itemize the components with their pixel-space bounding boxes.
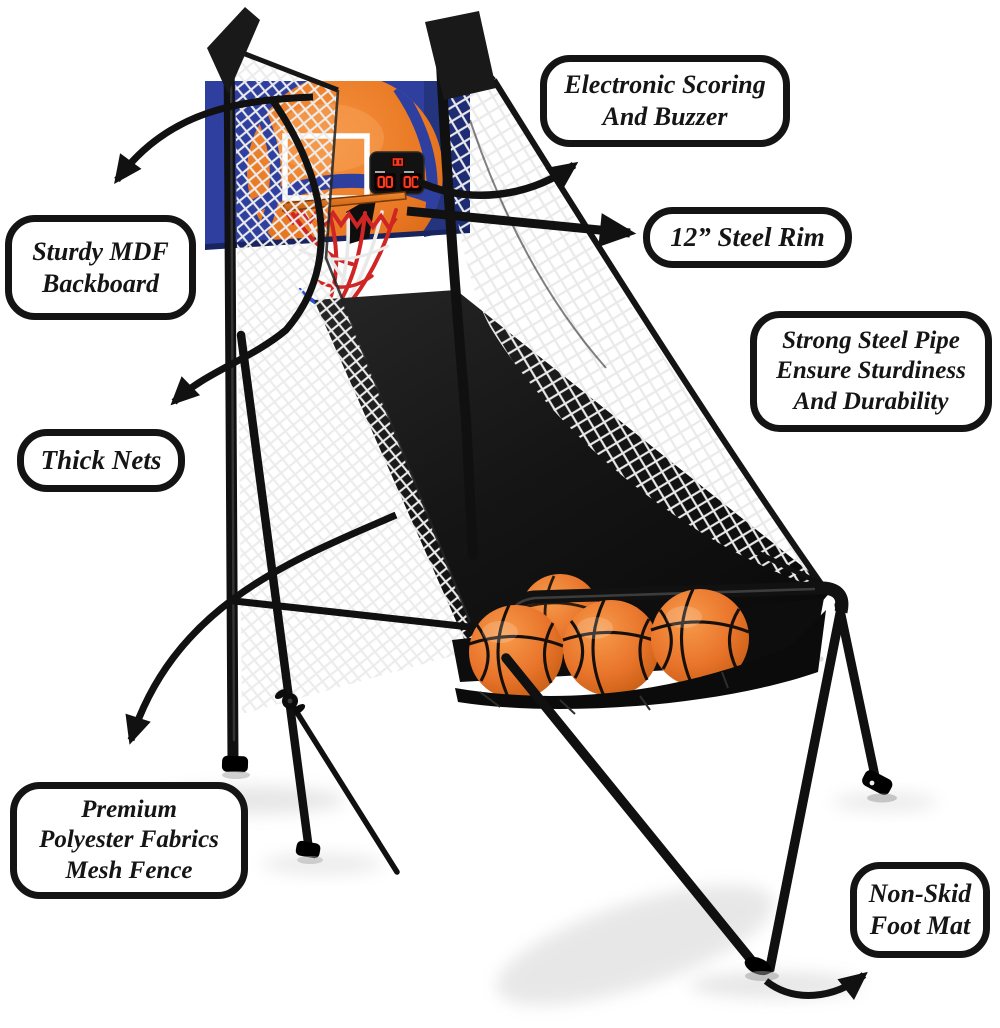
callout-line: Polyester Fabrics [39, 826, 219, 854]
callout-strong-steel-pipe: Strong Steel Pipe Ensure Sturdiness And … [750, 311, 992, 432]
right-pole [436, 59, 478, 560]
callout-line: Foot Mat [869, 911, 971, 940]
basketballs [468, 588, 750, 700]
callout-line: Electronic Scoring [564, 70, 766, 100]
steel-frame [207, 7, 510, 875]
callout-line: Premium [81, 795, 177, 823]
arrow-to-nonskid-callout [763, 971, 868, 1000]
left-foot-cap [221, 755, 249, 773]
callout-line: Strong Steel Pipe [782, 326, 960, 354]
callout-premium-polyester: Premium Polyester Fabrics Mesh Fence [10, 782, 248, 899]
callout-line: Mesh Fence [65, 856, 193, 884]
arrow-to-thick-nets [170, 95, 325, 406]
return-basket-fabric [455, 610, 826, 710]
ball-return [452, 574, 849, 715]
callout-line: Sturdy MDF [32, 236, 169, 266]
callout-line: And Buzzer [602, 102, 728, 131]
foot-mat [744, 956, 772, 976]
callout-line: Ensure Sturdiness [776, 357, 966, 385]
right-net-sleeve [425, 11, 496, 100]
callout-line: Backboard [42, 268, 159, 298]
left-net [234, 47, 474, 714]
basketball [468, 604, 564, 700]
callout-line: Non-Skid [868, 879, 972, 909]
callout-line: Thick Nets [40, 445, 162, 476]
arrow-to-backboard [114, 93, 314, 184]
hoop [282, 191, 407, 319]
annotation-arrows [114, 93, 868, 1000]
basketball [562, 599, 660, 697]
left-net-sleeve [207, 7, 260, 94]
callout-electronic-scoring: Electronic Scoring And Buzzer [540, 55, 790, 147]
basketball [650, 588, 750, 688]
arrow-to-mesh-callout [125, 511, 398, 745]
led-display [377, 176, 419, 188]
rear-crossbar [230, 597, 510, 635]
rear-right-foot-cap [862, 770, 893, 795]
fold-knob [274, 689, 306, 714]
right-legs [501, 599, 897, 981]
arrow-to-scoring-callout [415, 161, 579, 199]
callout-non-skid-foot-mat: Non-Skid Foot Mat [850, 862, 990, 958]
callout-sturdy-mdf-backboard: Sturdy MDF Backboard [5, 215, 196, 320]
callout-line: And Durability [793, 387, 949, 415]
fold-brace [288, 700, 400, 875]
arrow-to-rim-callout [406, 206, 637, 247]
callout-thick-nets: Thick Nets [17, 429, 185, 492]
rear-right-leg [834, 600, 881, 786]
led-display [392, 158, 403, 166]
left-pole [223, 36, 239, 768]
callout-steel-rim: 12” Steel Rim [643, 207, 852, 268]
scoreboard [369, 151, 425, 195]
front-left-foot-cap [295, 840, 321, 859]
callout-line: 12” Steel Rim [670, 222, 825, 253]
front-left-leg [236, 330, 314, 855]
